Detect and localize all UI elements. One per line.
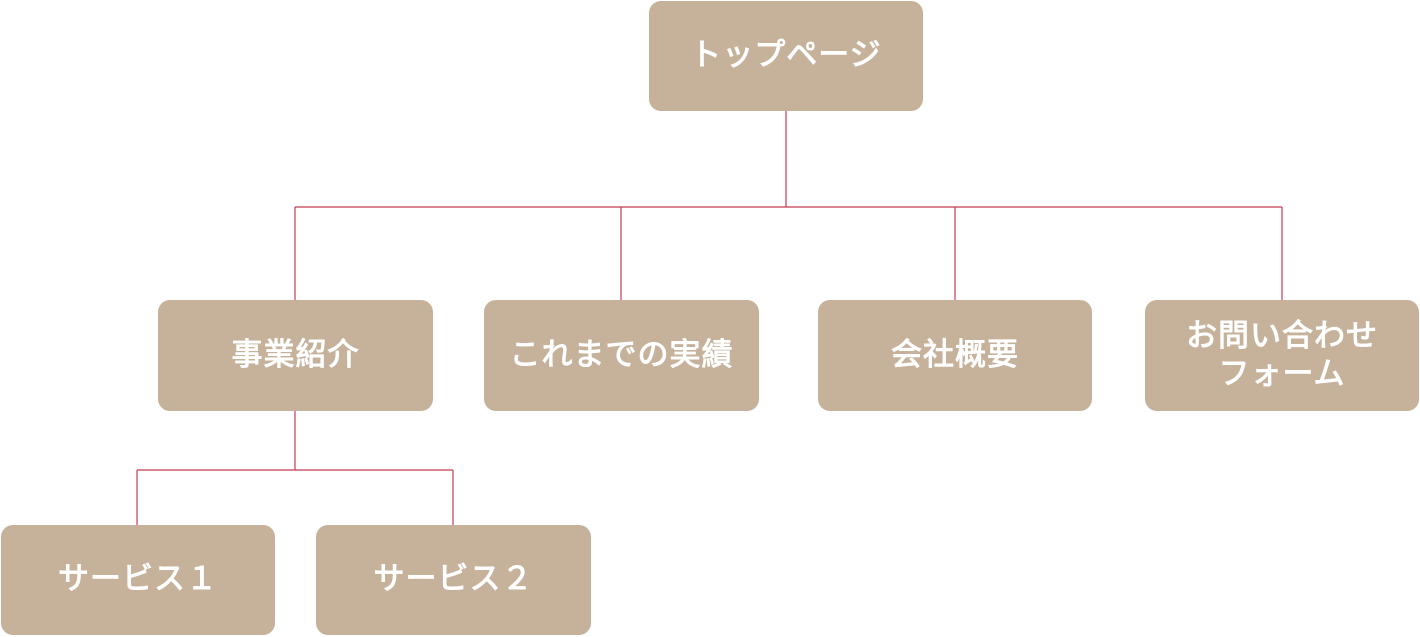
node-past-works-label: これまでの実績 — [509, 336, 734, 373]
node-past-works[interactable]: これまでの実績 — [484, 300, 759, 411]
node-service-1[interactable]: サービス１ — [1, 525, 275, 635]
node-top-page-label: トップページ — [690, 37, 882, 74]
node-contact-form-label: お問い合わせ フォーム — [1186, 318, 1378, 392]
node-service-2[interactable]: サービス２ — [316, 525, 591, 635]
node-service-1-label: サービス１ — [58, 561, 218, 598]
node-company-overview[interactable]: 会社概要 — [818, 300, 1092, 411]
node-company-overview-label: 会社概要 — [891, 336, 1019, 373]
node-contact-form[interactable]: お問い合わせ フォーム — [1145, 300, 1419, 411]
node-business-intro-label: 事業紹介 — [231, 336, 360, 373]
node-service-2-label: サービス２ — [373, 561, 534, 598]
node-top-page[interactable]: トップページ — [649, 1, 923, 111]
node-business-intro[interactable]: 事業紹介 — [158, 300, 433, 411]
